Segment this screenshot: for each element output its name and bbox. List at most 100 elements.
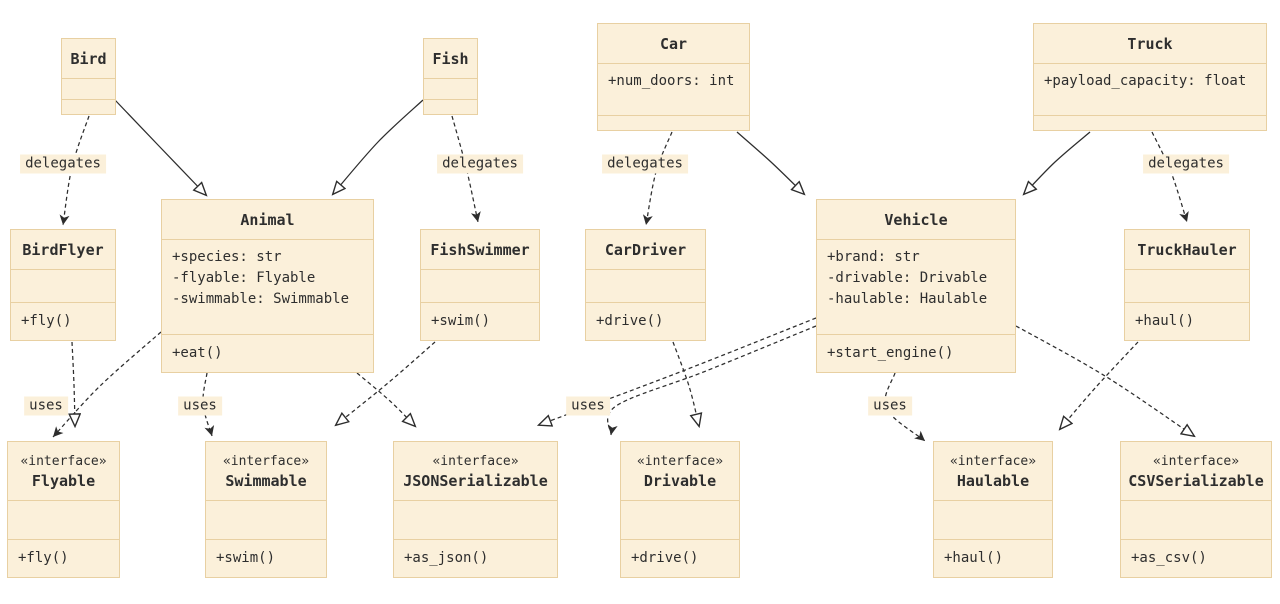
edge-label-uses-vehicle: uses <box>868 396 912 416</box>
class-name: Drivable <box>643 472 717 490</box>
class-methods-compartment: +as_csv() <box>1121 539 1271 577</box>
class-member: +brand: str <box>827 249 920 265</box>
class-title: BirdFlyer <box>11 230 115 269</box>
class-stereotype: «interface» <box>432 454 519 469</box>
class-name: Flyable <box>31 472 96 490</box>
class-attributes-compartment <box>621 500 739 539</box>
class-title: CarDriver <box>586 230 705 269</box>
class-methods-compartment: +as_json() <box>394 539 557 577</box>
class-attributes-compartment <box>8 500 119 539</box>
edge-dependency-bird-to-birdflyer <box>59 115 90 226</box>
class-name: Animal <box>240 211 295 229</box>
class-methods-compartment: +drive() <box>586 302 705 340</box>
class-member: -haulable: Haulable <box>827 291 988 307</box>
class-member: +payload_capacity: float <box>1044 73 1247 89</box>
class-node-fishswimmer: FishSwimmer +swim() <box>420 229 540 341</box>
class-member: +species: str <box>172 249 282 265</box>
class-name: Haulable <box>956 472 1030 490</box>
class-member: +as_json() <box>404 550 489 566</box>
edge-label-delegates-car: delegates <box>602 154 688 174</box>
class-member: +drive() <box>596 313 664 329</box>
class-methods-compartment: +haul() <box>934 539 1052 577</box>
class-node-drivable: «interface» Drivable +drive() <box>620 441 740 578</box>
class-title: Vehicle <box>817 200 1015 239</box>
class-member: +start_engine() <box>827 345 954 361</box>
edge-dependency-car-to-cardriver <box>642 131 673 226</box>
class-node-csvserializable: «interface» CSVSerializable +as_csv() <box>1120 441 1272 578</box>
class-member: -flyable: Flyable <box>172 270 316 286</box>
edge-label-delegates-fish: delegates <box>437 154 523 174</box>
class-attributes-compartment <box>586 269 705 302</box>
class-methods-compartment: +swim() <box>421 302 539 340</box>
class-node-bird: Bird <box>61 38 116 115</box>
class-name: TruckHauler <box>1137 241 1237 259</box>
class-name: Fish <box>432 50 469 68</box>
edge-realization-truckhauler-to-haulable <box>1060 341 1139 429</box>
class-member: +fly() <box>21 313 72 329</box>
class-stereotype: «interface» <box>1152 454 1240 469</box>
class-member: +fly() <box>18 550 69 566</box>
edge-realization-fishswimmer-to-swimmable <box>336 341 436 425</box>
class-methods-compartment: +fly() <box>11 302 115 340</box>
class-member: +num_doors: int <box>608 73 735 89</box>
class-name: Car <box>659 35 688 53</box>
class-attributes-compartment: +payload_capacity: float <box>1034 63 1266 115</box>
class-title: Animal <box>162 200 373 239</box>
class-member: -drivable: Drivable <box>827 270 988 286</box>
class-methods-compartment: +drive() <box>621 539 739 577</box>
class-title: «interface» Haulable <box>934 442 1052 500</box>
class-name: JSONSerializable <box>403 472 548 490</box>
class-stereotype: «interface» <box>949 454 1037 469</box>
edge-dependency-vehicle-to-drivable <box>607 325 817 436</box>
class-node-car: Car +num_doors: int <box>597 23 750 131</box>
edge-inheritance-truck-to-vehicle <box>1024 131 1091 194</box>
class-attributes-compartment <box>1125 269 1249 302</box>
class-methods-compartment <box>1034 115 1266 130</box>
class-member: -swimmable: Swimmable <box>172 291 350 307</box>
class-member: +swim() <box>216 550 276 566</box>
class-methods-compartment <box>62 99 115 114</box>
class-name: FishSwimmer <box>430 241 530 259</box>
class-stereotype: «interface» <box>636 454 724 469</box>
class-name: Vehicle <box>884 211 948 229</box>
class-name: CarDriver <box>604 241 687 259</box>
class-member: +drive() <box>631 550 699 566</box>
class-methods-compartment: +eat() <box>162 334 373 372</box>
class-node-flyable: «interface» Flyable +fly() <box>7 441 120 578</box>
class-name: CSVSerializable <box>1128 472 1264 490</box>
class-title: «interface» Drivable <box>621 442 739 500</box>
class-title: Truck <box>1034 24 1266 63</box>
class-attributes-compartment: +species: str -flyable: Flyable -swimmable… <box>162 239 373 334</box>
edge-realization-vehicle-to-csvserializable <box>1015 325 1194 436</box>
class-name: Bird <box>70 50 107 68</box>
edge-label-uses-vehicle: uses <box>566 396 610 416</box>
class-name: BirdFlyer <box>22 241 104 259</box>
class-attributes-compartment: +brand: str -drivable: Drivable -haulable:… <box>817 239 1015 334</box>
class-title: Bird <box>62 39 115 78</box>
class-attributes-compartment <box>206 500 326 539</box>
edge-inheritance-bird-to-animal <box>114 99 206 195</box>
class-title: FishSwimmer <box>421 230 539 269</box>
class-attributes-compartment: +num_doors: int <box>598 63 749 115</box>
class-member: +haul() <box>1135 313 1195 329</box>
class-stereotype: «interface» <box>222 454 310 469</box>
class-member: +haul() <box>944 550 1004 566</box>
class-attributes-compartment <box>421 269 539 302</box>
class-attributes-compartment <box>11 269 115 302</box>
class-attributes-compartment <box>62 78 115 99</box>
edge-dependency-animal-to-flyable <box>52 331 162 438</box>
class-title: Fish <box>424 39 477 78</box>
class-node-truck: Truck +payload_capacity: float <box>1033 23 1267 131</box>
class-name: Truck <box>1127 35 1173 53</box>
class-methods-compartment: +start_engine() <box>817 334 1015 372</box>
edge-dependency-truck-to-truckhauler <box>1151 131 1189 223</box>
class-member: +eat() <box>172 345 223 361</box>
class-methods-compartment: +haul() <box>1125 302 1249 340</box>
class-node-cardriver: CarDriver +drive() <box>585 229 706 341</box>
class-title: «interface» Flyable <box>8 442 119 500</box>
edge-realization-cardriver-to-drivable <box>672 341 699 426</box>
edge-inheritance-car-to-vehicle <box>736 131 804 194</box>
class-title: Car <box>598 24 749 63</box>
class-stereotype: «interface» <box>20 454 107 469</box>
